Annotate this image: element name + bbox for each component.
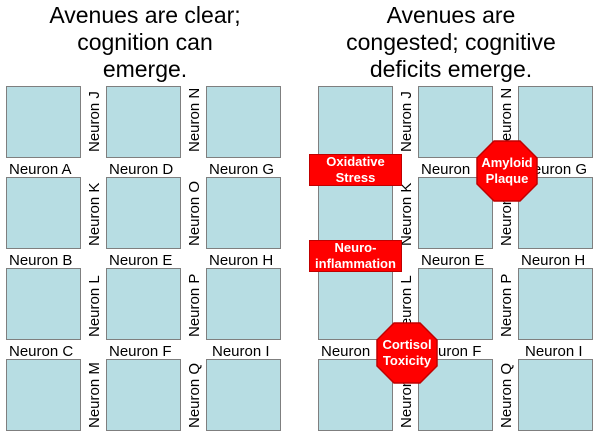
left-block xyxy=(106,86,181,158)
left-block xyxy=(206,359,281,431)
left-block xyxy=(6,268,81,340)
neuron-label: Neuron H xyxy=(209,252,274,269)
cortisol-toxicity-stop-sign-icon: Cortisol Toxicity xyxy=(376,322,438,384)
neuron-label-vertical: Neuron N xyxy=(186,87,203,152)
right-block xyxy=(518,268,593,340)
neuron-label-vertical: Neuron xyxy=(398,378,415,428)
left-block xyxy=(6,177,81,249)
right-block xyxy=(418,177,493,249)
left-block xyxy=(206,268,281,340)
left-block xyxy=(206,86,281,158)
neuron-label-vertical: Neuron K xyxy=(86,182,103,246)
left-block xyxy=(106,177,181,249)
neuron-label: Neuron A xyxy=(9,161,72,178)
neuroinflammation-barrier: Neuro- inflammation xyxy=(309,240,402,272)
neuron-label-vertical: Neuron xyxy=(498,196,515,246)
neuron-label: Neuron xyxy=(321,343,371,360)
right-title-line-2: congested; cognitive xyxy=(346,29,556,55)
left-panel-title: Avenues are clear; cognition can emerge. xyxy=(0,2,290,83)
right-block xyxy=(318,177,393,249)
amyloid-plaque-stop-sign-icon: Amyloid Plaque xyxy=(476,140,538,202)
neuron-label-vertical: Neuron J xyxy=(86,91,103,152)
stop-sign-text: Plaque xyxy=(485,171,529,186)
stop-sign-text: Cortisol xyxy=(382,337,432,352)
neuron-label-vertical: Neuron P xyxy=(498,273,515,337)
neuron-label: Neuron D xyxy=(109,161,174,178)
neuron-label-vertical: Neuron K xyxy=(398,182,415,246)
left-title-line-1: Avenues are clear; xyxy=(49,2,241,28)
right-block xyxy=(518,359,593,431)
left-block xyxy=(106,268,181,340)
neuron-label-vertical: Neuron O xyxy=(186,180,203,246)
right-block xyxy=(518,86,593,158)
right-block xyxy=(418,86,493,158)
barrier-text: Neuro- xyxy=(334,240,377,255)
neuron-label: Neuron G xyxy=(522,161,588,178)
right-block xyxy=(318,86,393,158)
neuron-label: Neuron E xyxy=(109,252,173,269)
neuron-label-vertical: Neuron M xyxy=(86,362,103,428)
right-block xyxy=(318,359,393,431)
neuron-label: uron F xyxy=(438,343,482,360)
left-block xyxy=(6,86,81,158)
right-title-line-3: deficits emerge. xyxy=(369,56,533,82)
neuron-label-vertical: Neuron Q xyxy=(498,362,515,428)
neuron-label: Neuron F xyxy=(109,343,172,360)
neuron-label: Neuron I xyxy=(212,343,270,360)
neuron-label: Neuron E xyxy=(421,252,485,269)
neuron-label-vertical: Neuron L xyxy=(86,275,103,337)
stop-sign-text: Amyloid xyxy=(481,155,533,170)
left-block xyxy=(106,359,181,431)
neuron-label: Neuron H xyxy=(521,252,586,269)
neuron-label-vertical: Neuron P xyxy=(186,273,203,337)
neuron-label: Neuron C xyxy=(9,343,74,360)
neuron-label-vertical: Neuron J xyxy=(398,91,415,152)
neuron-label: Neuron B xyxy=(9,252,73,269)
right-panel-title: Avenues are congested; cognitive deficit… xyxy=(306,2,596,83)
left-title-line-2: cognition can xyxy=(77,29,213,55)
left-block xyxy=(6,359,81,431)
left-block xyxy=(206,177,281,249)
barrier-text: Oxidative xyxy=(326,154,385,169)
right-block xyxy=(418,268,493,340)
stop-sign-text: Toxicity xyxy=(382,353,432,368)
barrier-text: inflammation xyxy=(315,256,396,271)
neuron-label: Neuron xyxy=(421,161,471,178)
neuron-label-vertical: Neuron Q xyxy=(186,362,203,428)
neuron-label: Neuron G xyxy=(209,161,275,178)
barrier-text: Stress xyxy=(335,170,376,185)
left-title-line-3: emerge. xyxy=(102,56,188,82)
neuron-label: Neuron I xyxy=(525,343,583,360)
right-title-line-1: Avenues are xyxy=(386,2,516,28)
oxidative-stress-barrier: Oxidative Stress xyxy=(309,154,402,186)
